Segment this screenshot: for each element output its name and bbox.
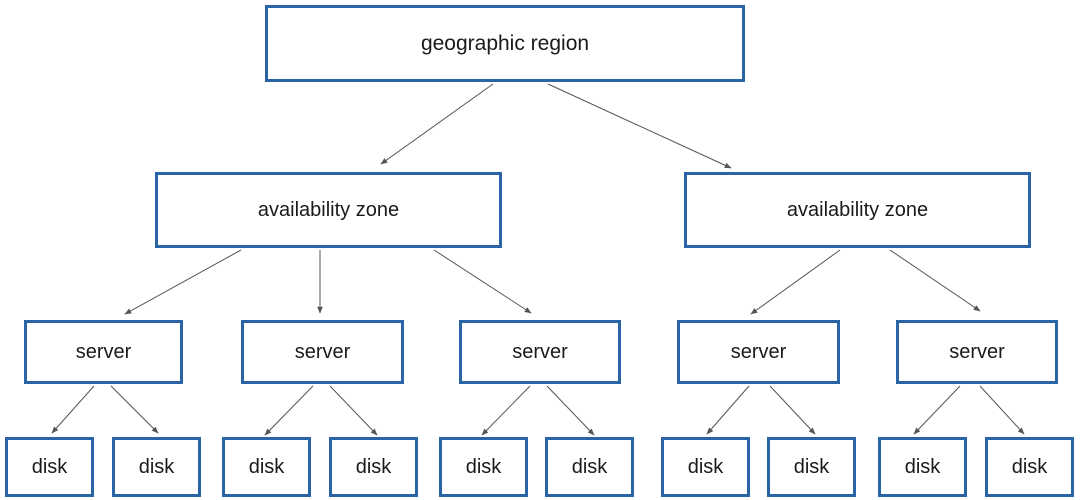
edge-zone-1-server-3	[433, 249, 532, 314]
availability-zone-box-1: availability zone	[155, 172, 502, 248]
server-label-1: server	[75, 340, 132, 363]
edge-region-zone-2	[547, 83, 732, 169]
disk-label-10: disk	[1011, 455, 1048, 478]
server-box-1: server	[24, 320, 183, 384]
server-label-5: server	[949, 340, 1005, 363]
geographic-region-label: geographic region	[420, 31, 590, 55]
edge-server-3-disk-6	[546, 385, 595, 436]
edge-server-4-disk-7	[706, 385, 750, 435]
geographic-region-box: geographic region	[265, 5, 745, 82]
edge-server-5-disk-9	[913, 385, 961, 435]
disk-box-1: disk	[5, 437, 94, 497]
server-box-3: server	[459, 320, 621, 384]
edge-server-2-disk-3	[264, 385, 314, 436]
disk-label-6: disk	[571, 455, 608, 478]
disk-box-10: disk	[985, 437, 1074, 497]
disk-box-9: disk	[878, 437, 967, 497]
disk-box-2: disk	[112, 437, 201, 497]
edge-server-2-disk-4	[329, 385, 378, 436]
edge-server-1-disk-2	[110, 385, 159, 434]
disk-label-1: disk	[31, 455, 68, 478]
availability-zone-label-2: availability zone	[786, 198, 929, 221]
disk-label-2: disk	[138, 455, 175, 478]
edge-server-3-disk-5	[481, 385, 531, 436]
disk-box-6: disk	[545, 437, 634, 497]
disk-label-4: disk	[355, 455, 392, 478]
disk-box-5: disk	[439, 437, 528, 497]
server-box-5: server	[896, 320, 1058, 384]
disk-label-3: disk	[248, 455, 285, 478]
disk-box-4: disk	[329, 437, 418, 497]
edge-region-zone-1	[380, 83, 494, 165]
disk-label-9: disk	[904, 455, 941, 478]
server-box-2: server	[241, 320, 404, 384]
disk-label-5: disk	[465, 455, 502, 478]
disk-box-8: disk	[767, 437, 856, 497]
server-label-3: server	[512, 340, 568, 363]
edge-zone-1-server-1	[124, 249, 242, 315]
server-label-2: server	[294, 340, 351, 363]
server-label-4: server	[730, 340, 787, 363]
disk-label-7: disk	[687, 455, 724, 478]
availability-zone-box-2: availability zone	[684, 172, 1031, 248]
edge-zone-2-server-5	[889, 249, 981, 312]
server-box-4: server	[677, 320, 840, 384]
disk-box-7: disk	[661, 437, 750, 497]
disk-label-8: disk	[793, 455, 830, 478]
edge-server-1-disk-1	[51, 385, 95, 434]
edge-server-5-disk-10	[979, 385, 1025, 435]
edge-zone-2-server-4	[750, 249, 841, 315]
disk-box-3: disk	[222, 437, 311, 497]
edge-server-4-disk-8	[769, 385, 816, 435]
availability-zone-label-1: availability zone	[257, 198, 400, 221]
